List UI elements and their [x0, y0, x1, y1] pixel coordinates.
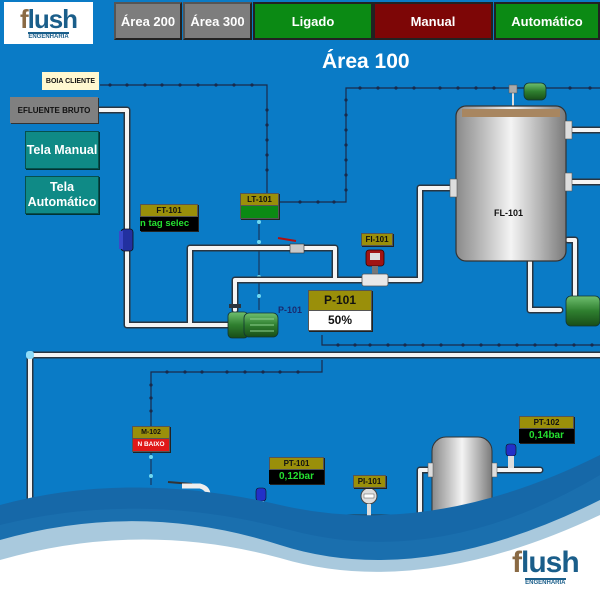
ft101-value: n tag selec: [140, 217, 198, 231]
area-300-button[interactable]: Área 300: [183, 2, 252, 40]
ft101-display[interactable]: FT-101 n tag selec: [140, 204, 198, 231]
tela-automatico-button[interactable]: Tela Automático: [25, 176, 99, 214]
signal-ticks: [108, 83, 594, 413]
pt101-value: 0,12bar: [269, 470, 324, 484]
logo-sub: ENGENHARIA: [28, 32, 69, 40]
signal-line-m102: [150, 360, 323, 428]
agitator-motor-icon: [508, 82, 547, 108]
footer-logo-f: f: [512, 546, 522, 579]
boia-cliente-label: BOIA CLIENTE: [42, 72, 99, 90]
footer-logo-word: lush: [521, 546, 580, 579]
fi101-tag: FI-101: [361, 233, 393, 246]
lt101-tag: LT-101: [240, 193, 279, 206]
pt102-display[interactable]: PT-102 0,14bar: [519, 416, 574, 443]
pi101-display[interactable]: PI-101: [353, 475, 386, 488]
signal-line-p101: [321, 335, 600, 346]
efluente-bruto-label: EFLUENTE BRUTO: [10, 97, 98, 123]
m102-status: N BAIXO: [132, 439, 170, 452]
flush-logo: flush ENGENHARIA: [4, 2, 93, 44]
flow-indicator-icon: [361, 249, 389, 287]
pt101-tag: PT-101: [269, 457, 324, 470]
pump-p101-icon: [227, 304, 279, 339]
flow-meter-icon: [119, 228, 134, 252]
m102-tag: M-102: [132, 426, 170, 439]
pressure-transmitter-pt102-icon: [505, 443, 517, 468]
signal-lines: [100, 84, 600, 428]
m102-display[interactable]: M-102 N BAIXO: [132, 426, 170, 452]
footer-flush-logo: flush ENGENHARIA: [512, 546, 580, 587]
manual-status-button[interactable]: Manual: [373, 2, 493, 40]
p101-speed-display[interactable]: P-101 50%: [308, 290, 372, 331]
automatico-status-button[interactable]: Automático: [494, 2, 600, 40]
lt101-display[interactable]: LT-101: [240, 193, 279, 219]
lt101-level-bar: [240, 206, 279, 219]
fi101-display[interactable]: FI-101: [361, 233, 393, 246]
pt102-tag: PT-102: [519, 416, 574, 429]
footer-wave: [0, 455, 600, 600]
area-200-button[interactable]: Área 200: [114, 2, 182, 40]
manual-valve-icon: [277, 237, 305, 254]
page-title: Área 100: [322, 50, 410, 73]
signal-line-boia: [100, 84, 268, 195]
pump-right-icon: [565, 295, 600, 327]
p101-tag: P-101: [308, 290, 372, 311]
tank-fl101: [449, 105, 573, 262]
pi101-tag: PI-101: [353, 475, 386, 488]
ligado-status-button[interactable]: Ligado: [253, 2, 373, 40]
p101-pump-label: P-101: [278, 305, 303, 315]
tela-manual-button[interactable]: Tela Manual: [25, 131, 99, 169]
fl101-label: FL-101: [494, 208, 524, 218]
ft101-tag: FT-101: [140, 204, 198, 217]
pt102-value: 0,14bar: [519, 429, 574, 443]
p101-value: 50%: [308, 311, 372, 331]
pipe-elbow: [26, 351, 34, 359]
pressure-gauge-pi101-icon: [360, 487, 378, 516]
pt101-display[interactable]: PT-101 0,12bar: [269, 457, 324, 484]
footer-logo-sub: ENGENHARIA: [525, 578, 566, 586]
logo-word: lush: [27, 4, 78, 34]
logo-f: f: [19, 4, 29, 34]
